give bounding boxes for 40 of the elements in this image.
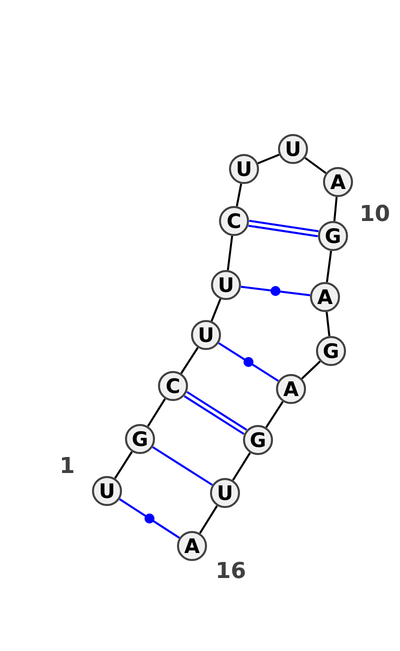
nucleotide-circle: G: [243, 425, 273, 455]
base-pair-line: [218, 342, 279, 382]
backbone-line: [199, 505, 218, 534]
base-pair-double-line: [183, 390, 248, 436]
base-pair-line: [152, 446, 213, 486]
backbone-line: [258, 154, 280, 164]
backbone-line: [326, 250, 332, 282]
nucleotide-circle: U: [229, 154, 259, 184]
nucleotide-circle: A: [323, 167, 353, 197]
position-number: 10: [360, 204, 390, 226]
nucleotide-circle: U: [210, 478, 240, 508]
nucleotide-circle: A: [276, 374, 306, 404]
base-pair-double-line: [247, 220, 320, 238]
backbone-line: [180, 347, 199, 374]
backbone-line: [301, 360, 321, 380]
backbone-line: [326, 312, 330, 336]
backbone-line: [304, 157, 326, 174]
backbone-line: [226, 236, 234, 270]
backbone-line: [147, 398, 166, 427]
nucleotide-circle: C: [158, 371, 188, 401]
nucleotide-circle: G: [316, 336, 346, 366]
position-number: 16: [216, 561, 246, 583]
nucleotide-circle: G: [318, 221, 348, 251]
nucleotide-circle: U: [92, 476, 122, 506]
backbone-line: [265, 401, 284, 428]
nucleotide-circle: A: [310, 282, 340, 312]
base-pair-line: [240, 286, 310, 296]
backbone-line: [236, 184, 242, 206]
nucleotide-circle: U: [278, 134, 308, 164]
backbone-line: [333, 196, 338, 222]
backbone-line: [114, 451, 133, 479]
nucleotide-circle: A: [177, 531, 207, 561]
nucleotide-circle: G: [125, 424, 155, 454]
backbone-line: [232, 452, 251, 481]
nucleotide-circle: U: [191, 320, 221, 350]
backbone-line: [210, 298, 222, 322]
base-pair-line: [119, 498, 180, 539]
position-number: 1: [60, 456, 75, 478]
nucleotide-circle: U: [211, 270, 241, 300]
nucleotide-circle: C: [219, 206, 249, 236]
